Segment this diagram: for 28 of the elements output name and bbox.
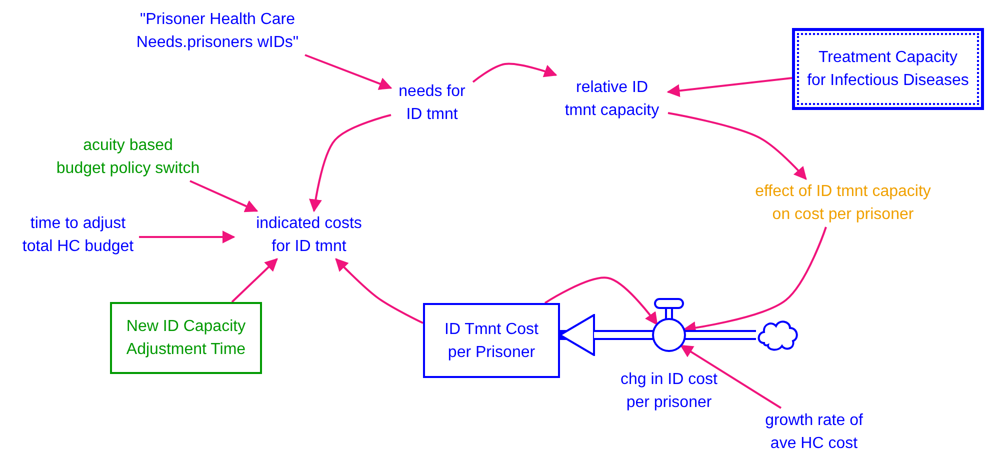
box-label: New ID Capacity Adjustment Time xyxy=(125,317,247,360)
arrow xyxy=(680,344,782,409)
constant-box xyxy=(110,302,262,374)
arrow xyxy=(304,54,392,90)
variable-label: "Prisoner Health Care Needs.prisoners wIDs" xyxy=(135,10,300,53)
flow-pipe xyxy=(559,314,653,356)
variable-label: acuity based budget policy switch xyxy=(55,136,201,179)
variable-label: needs for ID tmnt xyxy=(398,82,466,125)
variable-label: indicated costs for ID tmnt xyxy=(255,214,363,257)
arrow xyxy=(544,276,658,326)
arrow xyxy=(309,114,392,212)
arrow xyxy=(231,258,278,303)
variable-label: effect of ID tmnt capacity on cost per prisoner xyxy=(754,182,932,225)
variable-label: growth rate of ave HC cost xyxy=(764,410,864,454)
flow-pipe xyxy=(685,330,756,340)
flow-label: chg in ID cost per prisoner xyxy=(620,370,718,413)
lookup-box xyxy=(792,28,984,110)
arrow xyxy=(668,112,807,180)
variable-label: time to adjust total HC budget xyxy=(21,214,135,257)
arrow xyxy=(666,77,792,98)
arrow xyxy=(190,180,258,212)
arrow xyxy=(472,62,558,83)
stock-box xyxy=(423,303,560,378)
box-label: ID Tmnt Cost per Prisoner xyxy=(444,320,540,362)
arrow xyxy=(139,230,236,244)
box-label: Treatment Capacity for Infectious Diseases xyxy=(807,48,969,91)
variable-label: relative ID tmnt capacity xyxy=(564,78,660,121)
arrow xyxy=(335,258,424,324)
